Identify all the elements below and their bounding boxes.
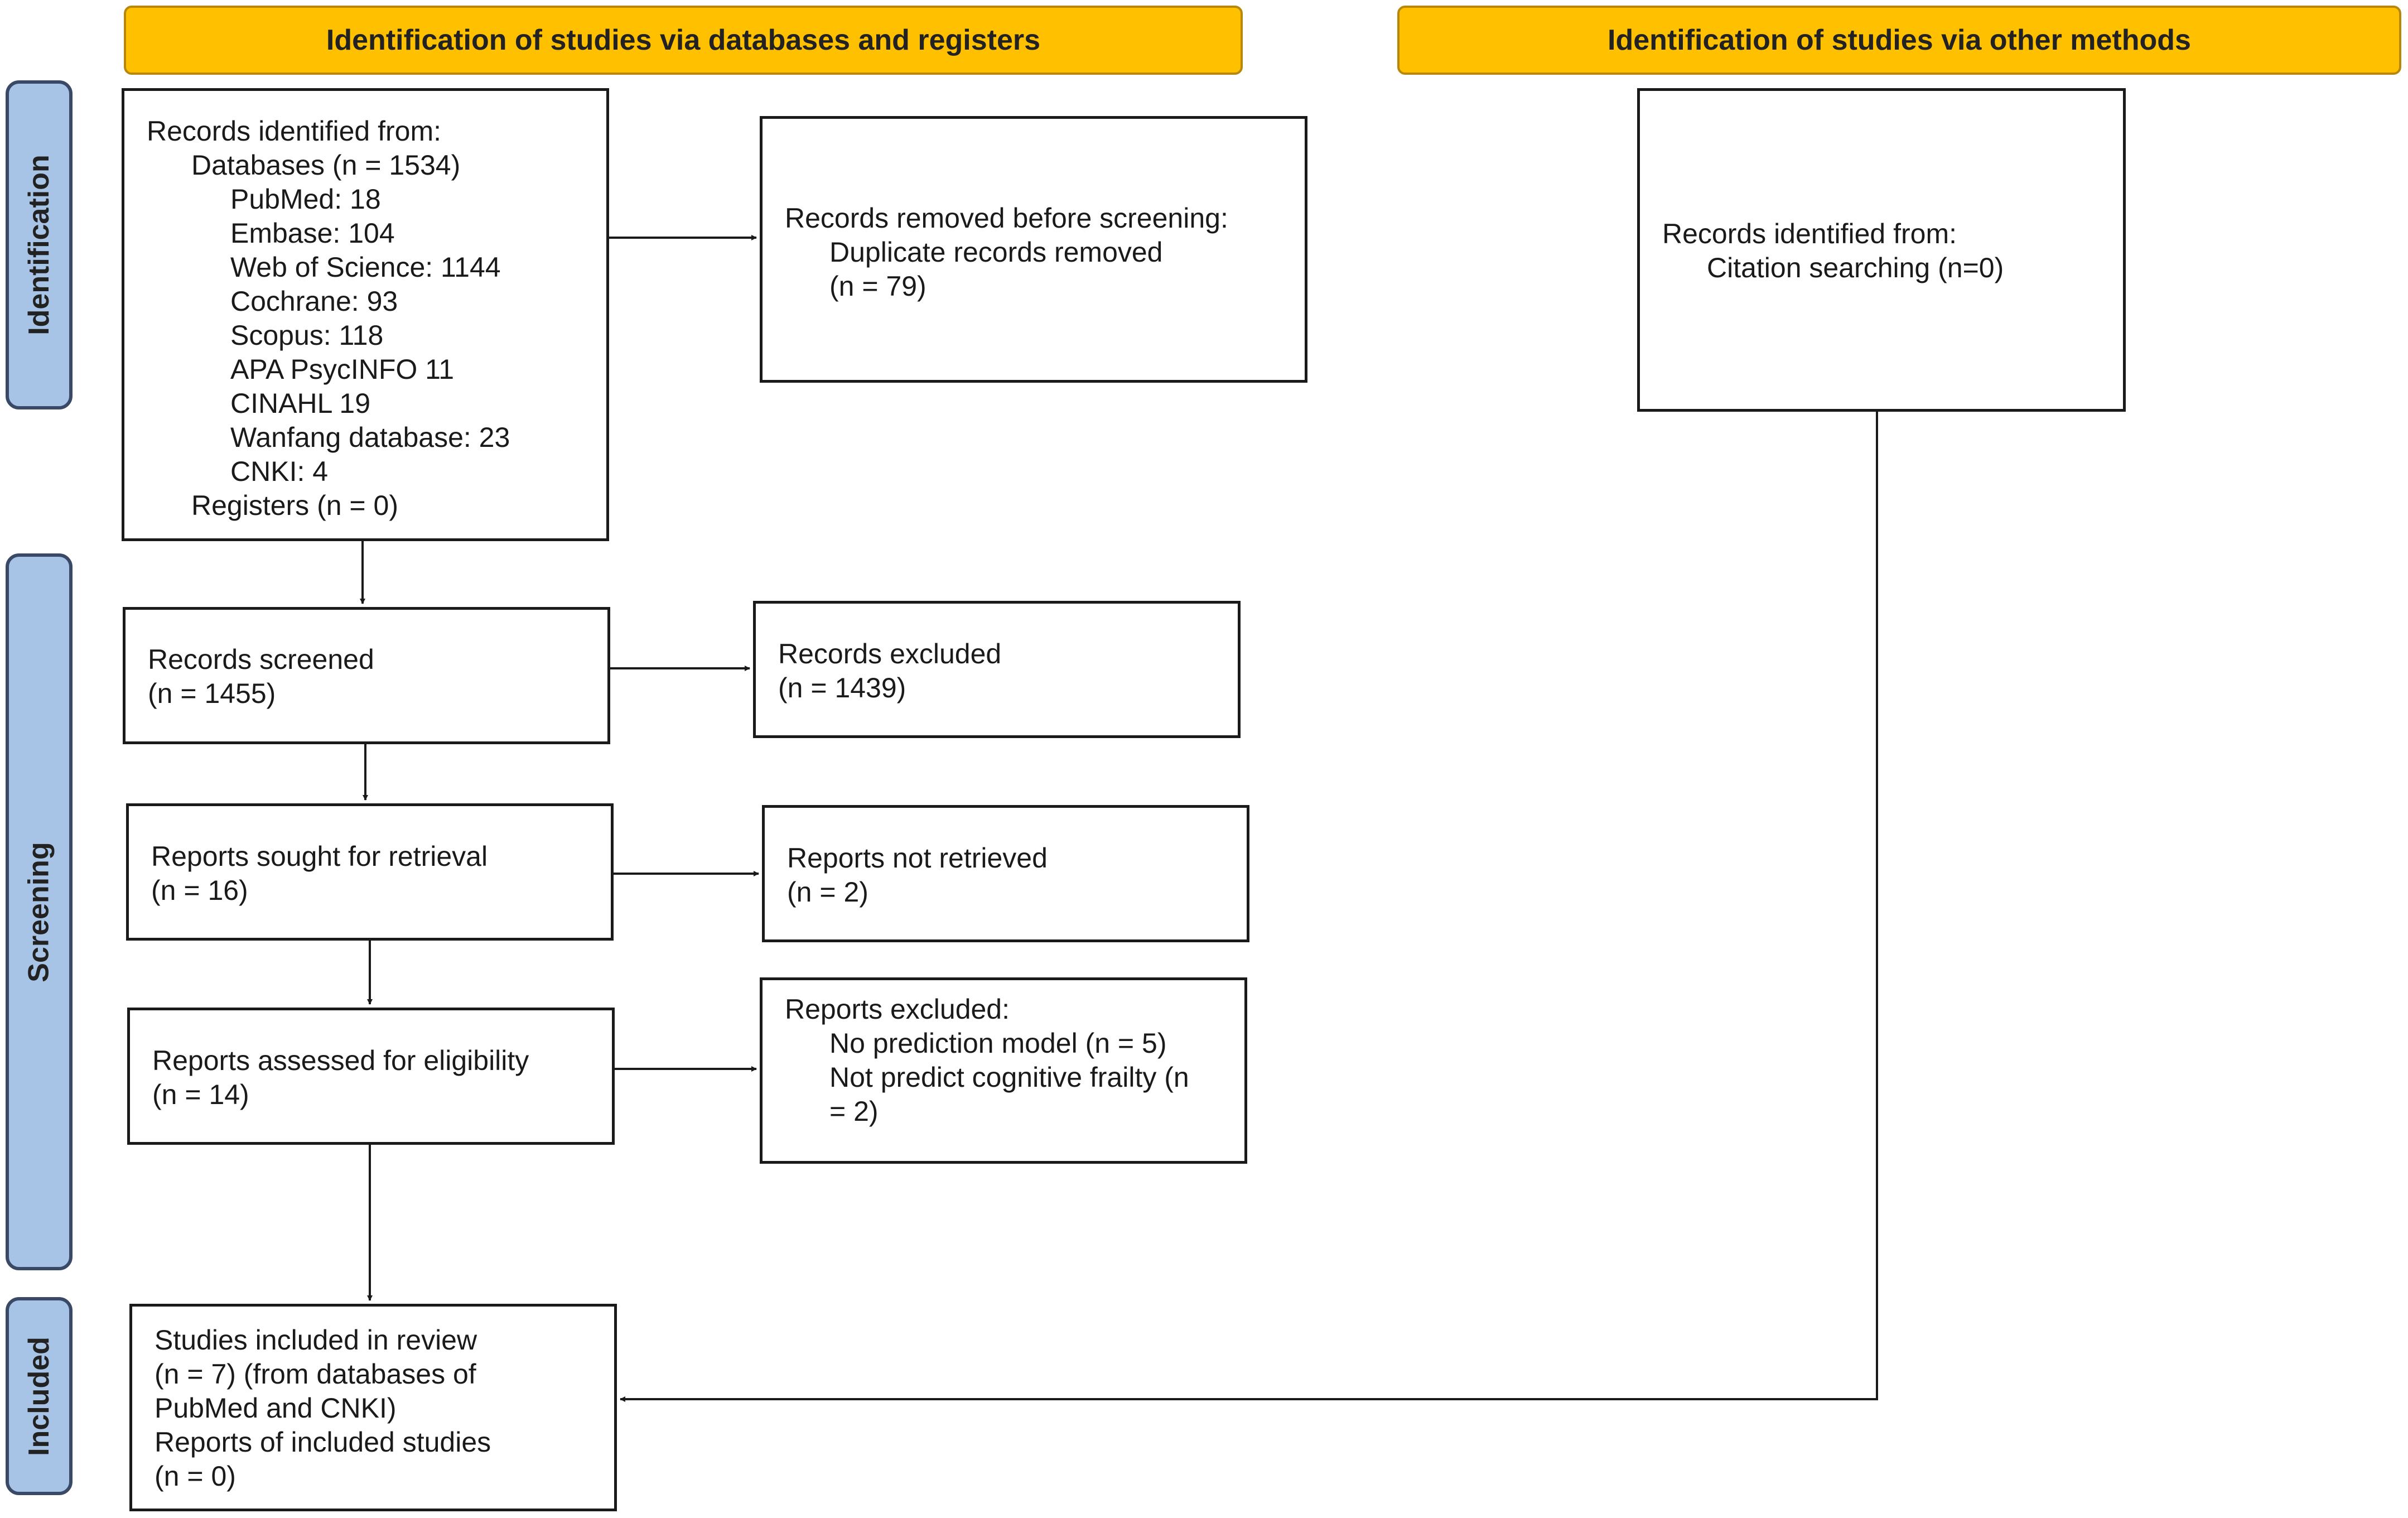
stage-included: Included <box>6 1297 73 1495</box>
reports-sought-box: Reports sought for retrieval (n = 16) <box>126 803 614 941</box>
studies-included-sources: PubMed and CNKI) <box>155 1392 397 1424</box>
records-identified-box: Records identified from: Databases (n = … <box>122 88 609 541</box>
records-screened-count: (n = 1455) <box>148 678 276 709</box>
source-web-of-science: Web of Science: 1144 <box>230 252 501 283</box>
other-methods-title: Records identified from: <box>1662 218 1957 249</box>
reports-excluded-reason-not-predict-count: = 2) <box>829 1096 879 1127</box>
header-databases: Identification of studies via databases … <box>124 6 1243 75</box>
reports-sought-title: Reports sought for retrieval <box>151 841 488 872</box>
reports-excluded-reason-no-model: No prediction model (n = 5) <box>829 1028 1167 1059</box>
other-methods-box: Records identified from: Citation search… <box>1637 88 2126 412</box>
records-excluded-box: Records excluded (n = 1439) <box>753 601 1241 738</box>
source-apa-psycinfo: APA PsycINFO 11 <box>230 354 455 385</box>
records-excluded-title: Records excluded <box>778 638 1002 669</box>
source-scopus: Scopus: 118 <box>230 320 384 351</box>
reports-assessed-box: Reports assessed for eligibility (n = 14… <box>127 1008 615 1145</box>
reports-not-retrieved-count: (n = 2) <box>787 876 868 908</box>
registers-count: Registers (n = 0) <box>191 490 398 521</box>
reports-assessed-count: (n = 14) <box>152 1079 249 1110</box>
records-excluded-count: (n = 1439) <box>778 672 906 703</box>
source-wanfang: Wanfang database: 23 <box>230 422 510 453</box>
databases-count: Databases (n = 1534) <box>191 150 461 181</box>
header-other-methods: Identification of studies via other meth… <box>1397 6 2401 75</box>
duplicate-records-count: (n = 79) <box>829 271 926 302</box>
duplicate-records-label: Duplicate records removed <box>829 237 1163 268</box>
reports-included-title: Reports of included studies <box>155 1427 491 1458</box>
source-embase: Embase: 104 <box>230 218 395 249</box>
header-databases-label: Identification of studies via databases … <box>326 24 1041 56</box>
reports-excluded-title: Reports excluded: <box>785 994 1010 1025</box>
arrow-other-methods-to-included <box>620 412 1878 1402</box>
reports-not-retrieved-title: Reports not retrieved <box>787 842 1048 874</box>
stage-identification: Identification <box>6 80 73 409</box>
header-other-methods-label: Identification of studies via other meth… <box>1608 24 2191 56</box>
studies-included-title: Studies included in review <box>155 1324 477 1356</box>
reports-assessed-title: Reports assessed for eligibility <box>152 1045 529 1076</box>
records-removed-title: Records removed before screening: <box>785 203 1228 234</box>
records-screened-title: Records screened <box>148 644 374 675</box>
citation-searching-count: Citation searching (n=0) <box>1707 252 2004 283</box>
records-screened-box: Records screened (n = 1455) <box>123 607 610 744</box>
reports-excluded-reason-not-predict: Not predict cognitive frailty (n <box>829 1062 1189 1093</box>
source-cinahl: CINAHL 19 <box>230 388 371 419</box>
reports-sought-count: (n = 16) <box>151 875 248 906</box>
reports-included-count: (n = 0) <box>155 1461 236 1492</box>
stage-screening: Screening <box>6 553 73 1270</box>
records-identified-title: Records identified from: <box>147 115 442 147</box>
reports-excluded-box: Reports excluded: No prediction model (n… <box>760 977 1247 1164</box>
records-removed-box: Records removed before screening: Duplic… <box>760 116 1307 383</box>
source-cochrane: Cochrane: 93 <box>230 286 398 317</box>
source-cnki: CNKI: 4 <box>230 456 329 487</box>
studies-included-box: Studies included in review (n = 7) (from… <box>129 1304 617 1511</box>
reports-not-retrieved-box: Reports not retrieved (n = 2) <box>762 805 1249 942</box>
studies-included-count: (n = 7) (from databases of <box>155 1358 476 1390</box>
source-pubmed: PubMed: 18 <box>230 184 381 215</box>
